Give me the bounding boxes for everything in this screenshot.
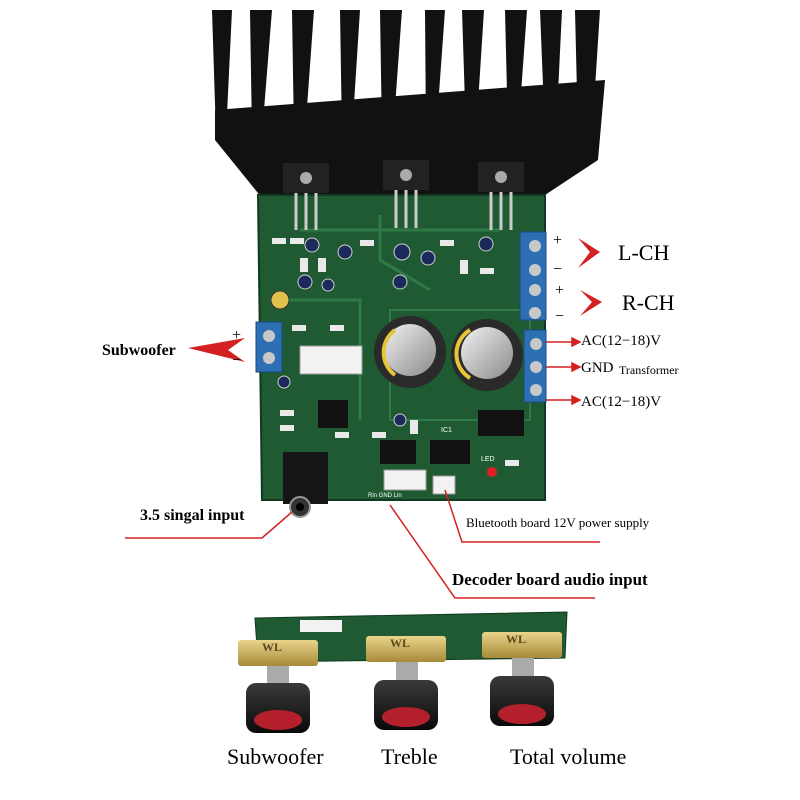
l-ch-arrow bbox=[578, 238, 600, 268]
transformer-label: Transformer bbox=[619, 363, 679, 377]
pot-2 bbox=[366, 636, 446, 730]
subwoofer-plus: + bbox=[232, 327, 242, 344]
subwoofer-arrow bbox=[188, 338, 245, 362]
bluetooth-power-label: Bluetooth board 12V power supply bbox=[466, 515, 650, 530]
input-header-text: Rin GND Lin bbox=[368, 493, 402, 499]
led-indicator bbox=[487, 467, 497, 477]
l-ch-plus: + bbox=[553, 232, 563, 249]
r-ch-label: R-CH bbox=[622, 290, 675, 315]
l-ch-minus: − bbox=[553, 261, 563, 278]
knob-label-treble: Treble bbox=[381, 744, 438, 769]
l-ch-label: L-CH bbox=[618, 240, 670, 265]
power-terminals bbox=[523, 329, 547, 403]
pot-3 bbox=[482, 632, 562, 726]
output-terminals bbox=[519, 231, 547, 321]
ic-chip bbox=[318, 400, 348, 428]
callout-lines bbox=[125, 336, 600, 599]
r-ch-plus: + bbox=[555, 282, 565, 299]
subwoofer-minus: − bbox=[232, 352, 242, 369]
callout-arrows bbox=[188, 238, 602, 362]
r-ch-minus: − bbox=[555, 308, 565, 325]
pot-marking-2: WL bbox=[390, 636, 411, 650]
ac-top-label: AC(12−18)V bbox=[581, 333, 662, 349]
ac-bottom-label: AC(12−18)V bbox=[581, 394, 662, 410]
knob-label-subwoofer: Subwoofer bbox=[227, 744, 324, 769]
signal-input-label: 3.5 singal input bbox=[140, 507, 245, 524]
main-pcb bbox=[255, 160, 547, 518]
subwoofer-terminal bbox=[255, 321, 283, 373]
pot-marking-3: WL bbox=[506, 632, 527, 646]
knob-label-total-volume: Total volume bbox=[510, 744, 627, 769]
pot-1 bbox=[238, 640, 318, 733]
audio-jack bbox=[283, 452, 328, 518]
power-transistors bbox=[283, 160, 524, 230]
filter-capacitors bbox=[374, 316, 523, 391]
r-ch-arrow bbox=[580, 290, 602, 316]
pot-marking-1: WL bbox=[262, 640, 283, 654]
ic-label: IC1 bbox=[441, 427, 452, 434]
led-label: LED bbox=[481, 456, 495, 463]
decoder-input-label: Decoder board audio input bbox=[452, 570, 648, 589]
gnd-label: GND bbox=[581, 360, 614, 376]
potentiometer-pcb bbox=[238, 611, 568, 733]
subwoofer-output-label: Subwoofer bbox=[102, 342, 176, 359]
